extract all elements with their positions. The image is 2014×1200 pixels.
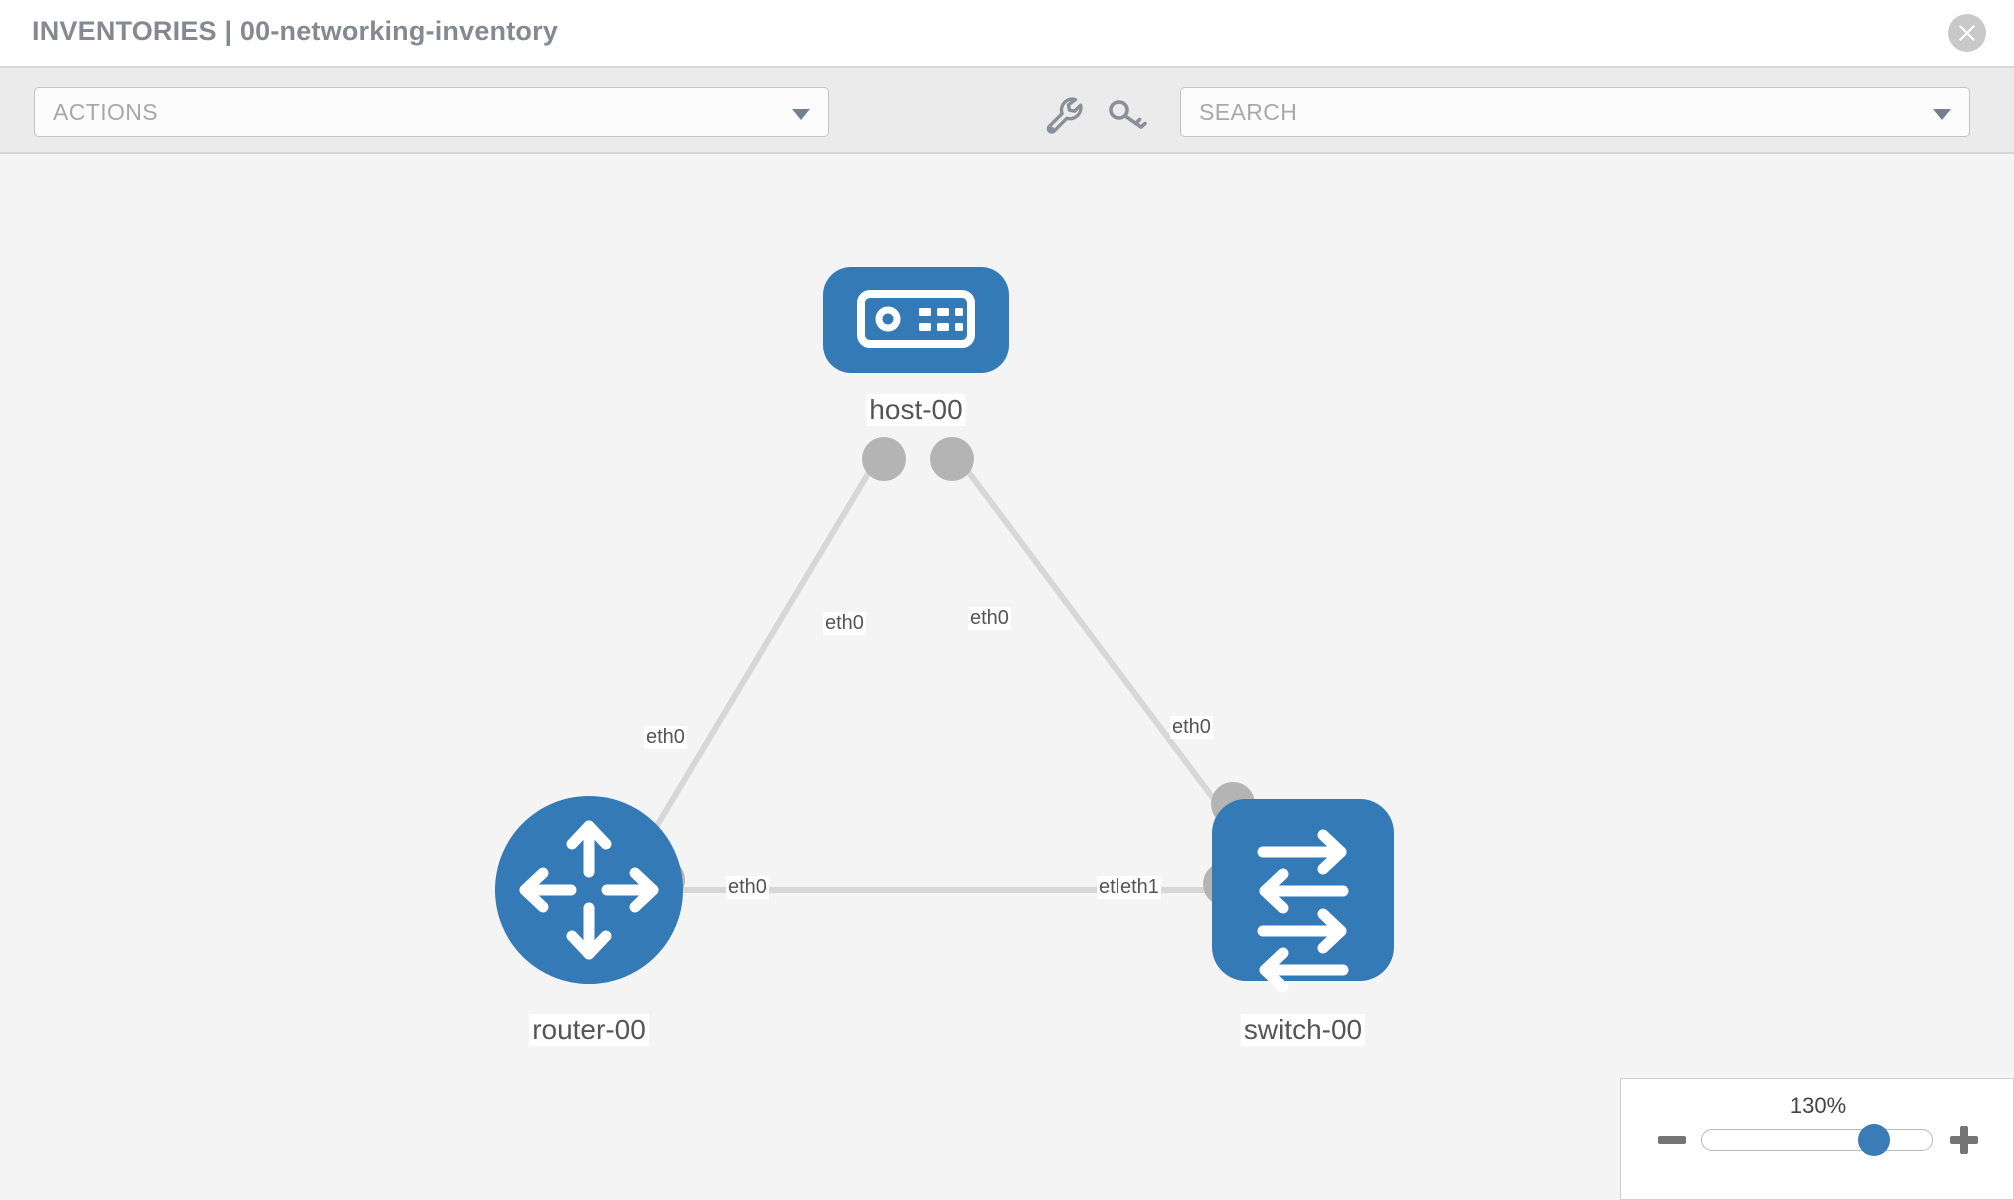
node-label-switch-00: switch-00 (1240, 1014, 1366, 1046)
zoom-slider-track[interactable] (1701, 1129, 1933, 1151)
node-label-host-00: host-00 (866, 394, 966, 426)
node-switch-00[interactable] (1212, 799, 1394, 993)
router-arrows-icon (519, 820, 659, 960)
iface-label: eth0 (968, 607, 1011, 630)
server-icon (857, 290, 975, 348)
link-group (637, 452, 1258, 893)
switch-arrows-icon (1257, 829, 1349, 993)
page-title: INVENTORIES | 00-networking-inventory (32, 16, 559, 46)
close-icon[interactable] (1948, 14, 1986, 52)
iface-label: eth0 (644, 726, 687, 749)
plus-icon[interactable] (1947, 1123, 1981, 1157)
port-group (641, 437, 1255, 906)
search-placeholder-label: SEARCH (1199, 99, 1298, 125)
zoom-level-value: 130% (1789, 1093, 1847, 1118)
iface-label: eth1 (1118, 876, 1161, 899)
node-router-00[interactable] (495, 796, 683, 984)
zoom-slider-thumb[interactable] (1858, 1124, 1890, 1156)
wrench-icon[interactable] (1042, 94, 1086, 134)
iface-label: eth0 (823, 612, 866, 635)
chevron-down-icon[interactable] (1933, 109, 1951, 120)
topology-canvas[interactable]: host-00 router-00 switch-00 eth0 eth0 et… (0, 154, 2014, 1200)
key-icon[interactable] (1106, 94, 1150, 134)
zoom-control-panel: 130% (1620, 1078, 2014, 1200)
chevron-down-icon (792, 109, 810, 120)
port-host-right (930, 437, 974, 481)
link-host-router (637, 452, 883, 856)
search-input[interactable]: SEARCH (1180, 87, 1970, 137)
toolbar: ACTIONS SEARCH (0, 68, 2014, 154)
node-label-router-00: router-00 (529, 1014, 649, 1046)
port-host-left (862, 437, 906, 481)
actions-dropdown-label: ACTIONS (53, 99, 159, 125)
actions-dropdown[interactable]: ACTIONS (34, 87, 829, 137)
node-host-00[interactable] (823, 267, 1009, 373)
window-header: INVENTORIES | 00-networking-inventory (0, 0, 2014, 68)
topology-graph (495, 267, 1394, 993)
minus-icon[interactable] (1655, 1123, 1689, 1157)
link-host-switch (952, 452, 1258, 856)
iface-label: eth0 (726, 876, 769, 899)
iface-label: eth0 (1170, 716, 1213, 739)
